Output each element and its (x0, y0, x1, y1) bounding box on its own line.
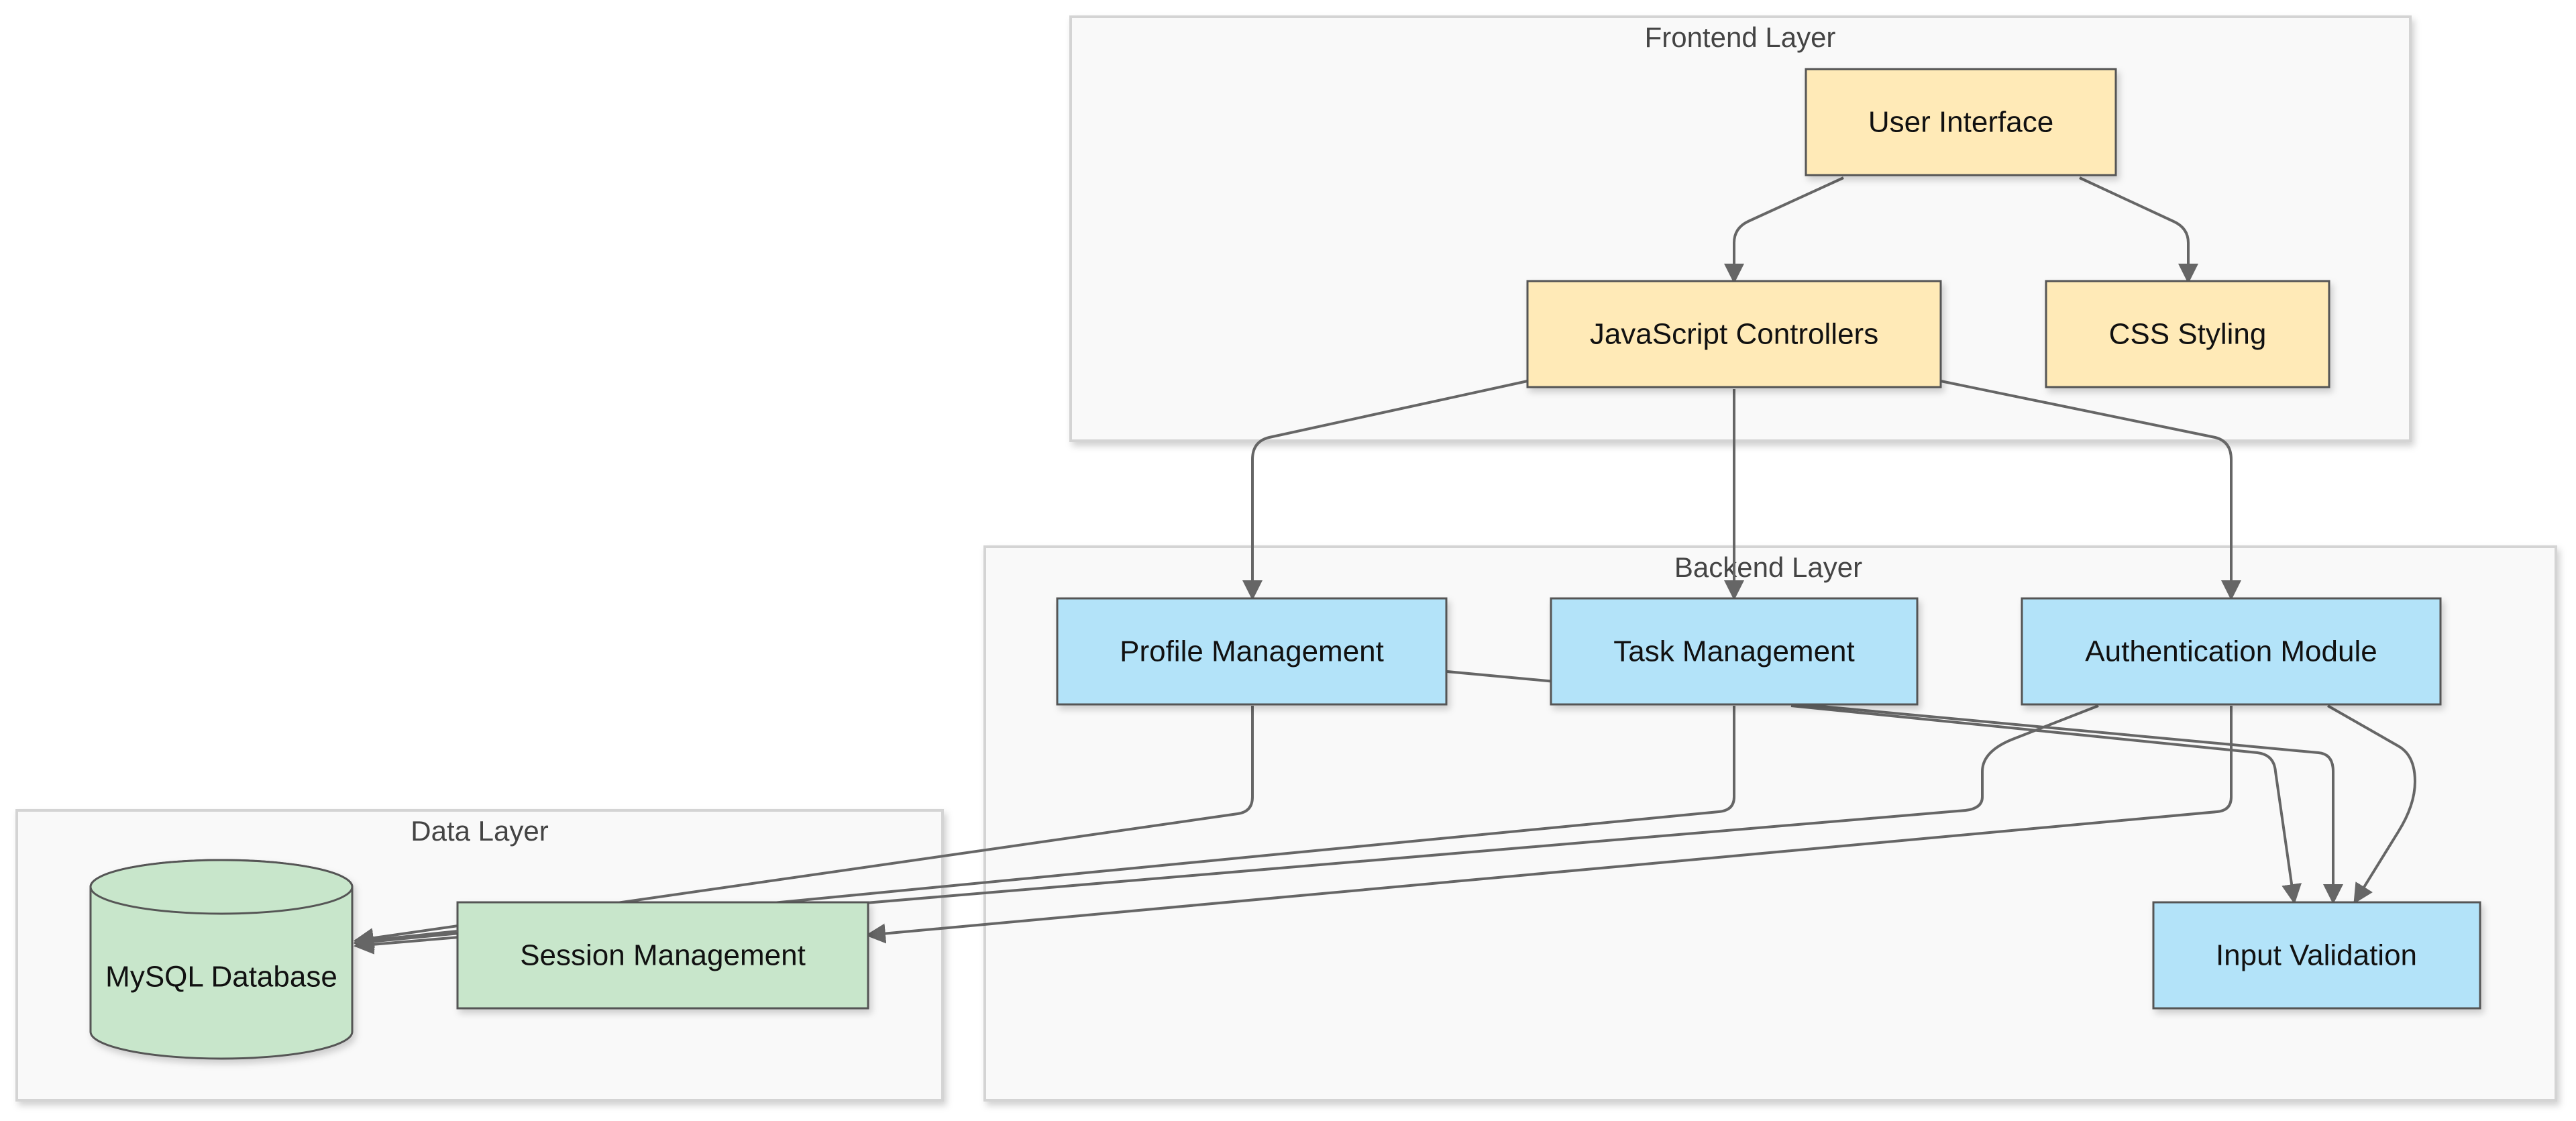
node-javascript-controllers-box[interactable] (1526, 280, 1942, 388)
edge-javascript-controllers-to-profile-management (1242, 380, 1528, 600)
node-input-validation-label: Input Validation (2216, 939, 2417, 972)
edge-user-interface-to-javascript-controllers (1724, 176, 1844, 284)
node-css-styling[interactable]: CSS Styling (2045, 280, 2330, 388)
node-profile-management-label: Profile Management (1120, 635, 1384, 668)
node-task-management-box[interactable] (1550, 597, 1919, 706)
node-profile-management[interactable]: Profile Management (1056, 597, 1448, 706)
node-authentication-module-box[interactable] (2021, 597, 2442, 706)
database-cylinder-top (89, 859, 354, 915)
edge-javascript-controllers-to-authentication-module (1940, 380, 2241, 600)
node-css-styling-box[interactable] (2045, 280, 2330, 388)
frontend-layer-title: Frontend Layer (1645, 21, 1836, 53)
node-css-styling-label: CSS Styling (2109, 318, 2267, 351)
node-task-management[interactable]: Task Management (1550, 597, 1919, 706)
edge-task-management-to-input-validation (1790, 704, 2302, 904)
backend-layer-title: Backend Layer (1674, 551, 1862, 583)
node-session-management-box[interactable] (456, 901, 869, 1010)
node-input-validation-box[interactable] (2152, 901, 2481, 1010)
node-task-management-label: Task Management (1613, 635, 1855, 668)
edge-profile-management-to-mysql-database (354, 706, 1254, 949)
node-input-validation[interactable]: Input Validation (2152, 901, 2481, 1010)
edge-session-management-to-mysql-database (354, 930, 458, 951)
edge-user-interface-to-css-styling (2079, 176, 2198, 284)
node-user-interface-label: User Interface (1868, 106, 2053, 139)
node-javascript-controllers-label: JavaScript Controllers (1590, 318, 1878, 351)
node-user-interface-box[interactable] (1805, 68, 2117, 176)
edge-authentication-module-to-input-validation (2327, 704, 2417, 904)
node-mysql-database[interactable]: MySQL Database (89, 859, 354, 1060)
node-authentication-module-label: Authentication Module (2085, 635, 2377, 668)
edge-profile-management-to-input-validation (1446, 670, 2343, 904)
node-session-management[interactable]: Session Management (456, 901, 869, 1010)
node-mysql-database-label: MySQL Database (105, 961, 337, 994)
edge-authentication-module-to-mysql-database (354, 704, 2099, 955)
edges (354, 176, 2417, 955)
edge-task-management-to-mysql-database (354, 706, 1735, 952)
node-javascript-controllers[interactable]: JavaScript Controllers (1526, 280, 1942, 388)
edge-authentication-module-to-session-management (865, 706, 2233, 944)
data-layer-title: Data Layer (411, 815, 548, 847)
node-authentication-module[interactable]: Authentication Module (2021, 597, 2442, 706)
node-profile-management-box[interactable] (1056, 597, 1448, 706)
node-session-management-label: Session Management (520, 939, 806, 972)
node-user-interface[interactable]: User Interface (1805, 68, 2117, 176)
